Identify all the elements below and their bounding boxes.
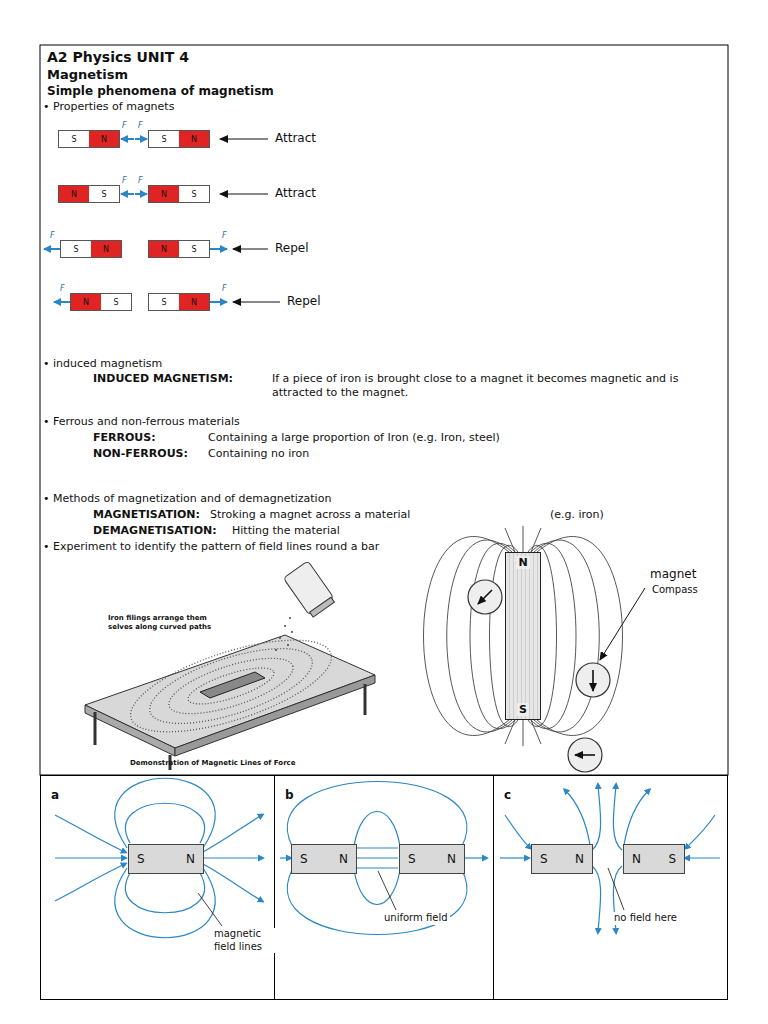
panel-field-lines — [55, 778, 720, 938]
term-label: MAGNETISATION: — [93, 508, 200, 522]
text-label: magnetic field lines — [212, 928, 276, 953]
force-label: F — [138, 176, 143, 186]
panel-letter: b — [285, 788, 294, 802]
pole-label: S — [89, 186, 119, 202]
bar-magnet: NS — [58, 185, 120, 203]
pole-label: N — [89, 131, 119, 147]
text-label: uniform field — [382, 912, 450, 925]
pole-label: S — [149, 294, 179, 310]
force-label: F — [122, 121, 127, 131]
text-label: Containing a large proportion of Iron (e… — [208, 431, 500, 445]
force-arrows — [44, 139, 227, 302]
bar-magnet: NS — [148, 185, 210, 203]
text-label: Attract — [275, 186, 316, 201]
bullet-point: • Properties of magnets — [43, 100, 174, 114]
bar-magnet: SN — [58, 130, 120, 148]
text-label: Hitting the material — [232, 524, 340, 538]
pole-label: S — [179, 186, 209, 202]
pole-label: N — [71, 294, 101, 310]
bar-magnet: SN — [128, 844, 204, 874]
pole-label: S — [137, 852, 145, 866]
term-label: Demonstration of Magnetic Lines of Force — [130, 759, 296, 768]
text-label: • Experiment to identify the pattern of … — [43, 540, 379, 554]
page-title: A2 Physics UNIT 4 — [47, 49, 189, 67]
pole-label: S — [300, 852, 308, 866]
text-label: (e.g. iron) — [550, 508, 604, 522]
force-label: F — [138, 121, 143, 131]
pole-label: N — [179, 294, 209, 310]
text-label: magnet — [648, 567, 698, 582]
iron-filings-table — [85, 561, 375, 770]
pole-label: N — [447, 852, 456, 866]
text-label: If a piece of iron is brought close to a… — [272, 372, 717, 400]
pole-label: N — [339, 852, 348, 866]
pole-label: S — [101, 294, 131, 310]
pole-label: S — [408, 852, 416, 866]
bar-magnet: SN — [399, 844, 465, 874]
pole-label: S — [179, 241, 209, 257]
pole-label: N — [516, 556, 529, 569]
force-label: F — [50, 231, 55, 241]
bar-magnet: SN — [60, 240, 122, 258]
text-label: Repel — [275, 241, 309, 256]
text-label: • induced magnetism — [43, 357, 162, 371]
bar-magnet: SN — [148, 293, 210, 311]
force-label: F — [60, 284, 65, 294]
term-label: INDUCED MAGNETISM: — [93, 372, 233, 386]
figure-panel: aSN — [40, 775, 275, 1000]
pole-label: S — [668, 852, 676, 866]
pole-label: S — [517, 703, 529, 716]
bar-magnet: SN — [291, 844, 357, 874]
pole-label: N — [632, 852, 641, 866]
text-label: no field here — [612, 912, 679, 925]
text-label: • Ferrous and non-ferrous materials — [43, 415, 240, 429]
bar-magnet: NS — [148, 240, 210, 258]
force-label: F — [122, 176, 127, 186]
pole-label: N — [179, 131, 209, 147]
bar-magnet: NS — [505, 552, 541, 720]
force-label: F — [222, 284, 227, 294]
pole-label: N — [149, 186, 179, 202]
figure-panel: cSNNS — [493, 775, 728, 1000]
term-label: FERROUS: — [93, 431, 156, 445]
pointer-arrows — [220, 139, 645, 660]
bar-magnet: SN — [148, 130, 210, 148]
pole-label: N — [186, 852, 195, 866]
leader-lines — [198, 868, 624, 926]
pole-label: S — [149, 131, 179, 147]
text-label: • Methods of magnetization and of demagn… — [43, 492, 331, 506]
text-label: Attract — [275, 131, 316, 146]
pole-label: S — [540, 852, 548, 866]
term-label: Iron filings arrange them selves along c… — [108, 614, 233, 632]
panel-letter: c — [504, 788, 511, 802]
term-label: NON-FERROUS: — [93, 447, 188, 461]
term-label: DEMAGNETISATION: — [93, 524, 217, 538]
text-label: Containing no iron — [208, 447, 309, 461]
pole-label: N — [149, 241, 179, 257]
bar-magnet: NS — [623, 844, 685, 874]
panel-letter: a — [51, 788, 59, 802]
figure-panel: bSNSN — [274, 775, 494, 1000]
pole-label: S — [59, 131, 89, 147]
bar-magnet: NS — [70, 293, 132, 311]
pole-label: N — [59, 186, 89, 202]
bar-magnet: SN — [531, 844, 593, 874]
pole-label: N — [91, 241, 121, 257]
section-heading: Magnetism — [47, 67, 128, 83]
force-label: F — [222, 231, 227, 241]
text-label: Repel — [287, 294, 321, 309]
text-label: Compass — [650, 584, 700, 597]
text-label: Stroking a magnet across a material — [210, 508, 410, 522]
pole-label: S — [61, 241, 91, 257]
pole-label: N — [575, 852, 584, 866]
field-lines — [424, 526, 623, 746]
subheading: Simple phenomena of magnetism — [47, 84, 274, 99]
